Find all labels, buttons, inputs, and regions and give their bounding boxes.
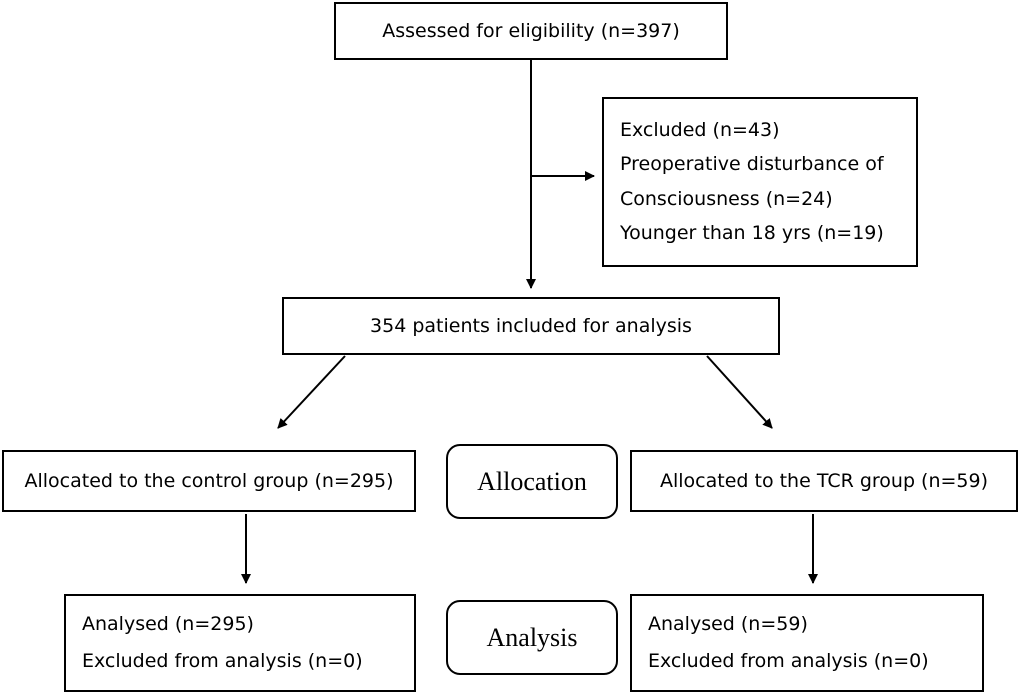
analysis-label: Analysis [486,622,578,652]
arrow-to-tcr [706,355,773,429]
allocation-label-box: Allocation [446,444,618,519]
tcr-analysed: Analysed (n=59) [648,613,808,635]
control-analysis-box: Analysed (n=295) Excluded from analysis … [64,594,416,692]
control-group-box: Allocated to the control group (n=295) [2,450,416,512]
excluded-box: Excluded (n=43) Preoperative disturbance… [602,97,918,267]
assessed-box: Assessed for eligibility (n=397) [334,2,728,60]
tcr-group-box: Allocated to the TCR group (n=59) [630,450,1018,512]
included-text: 354 patients included for analysis [370,314,692,337]
excluded-reason-1: Preoperative disturbance of [620,153,884,176]
assessed-text: Assessed for eligibility (n=397) [382,19,680,42]
control-analysed: Analysed (n=295) [82,613,254,635]
tcr-analysis-box: Analysed (n=59) Excluded from analysis (… [630,594,984,692]
allocation-label: Allocation [477,466,587,496]
control-excluded-from-analysis: Excluded from analysis (n=0) [82,650,363,672]
included-box: 354 patients included for analysis [282,297,780,355]
tcr-excluded-from-analysis: Excluded from analysis (n=0) [648,650,929,672]
control-group-text: Allocated to the control group (n=295) [24,469,394,492]
excluded-title: Excluded (n=43) [620,118,780,141]
excluded-reason-2: Younger than 18 yrs (n=19) [620,222,884,245]
arrow-to-control [277,355,346,429]
tcr-group-text: Allocated to the TCR group (n=59) [659,469,989,492]
analysis-label-box: Analysis [446,600,618,675]
excluded-reason-1-cont: Consciousness (n=24) [620,187,833,210]
